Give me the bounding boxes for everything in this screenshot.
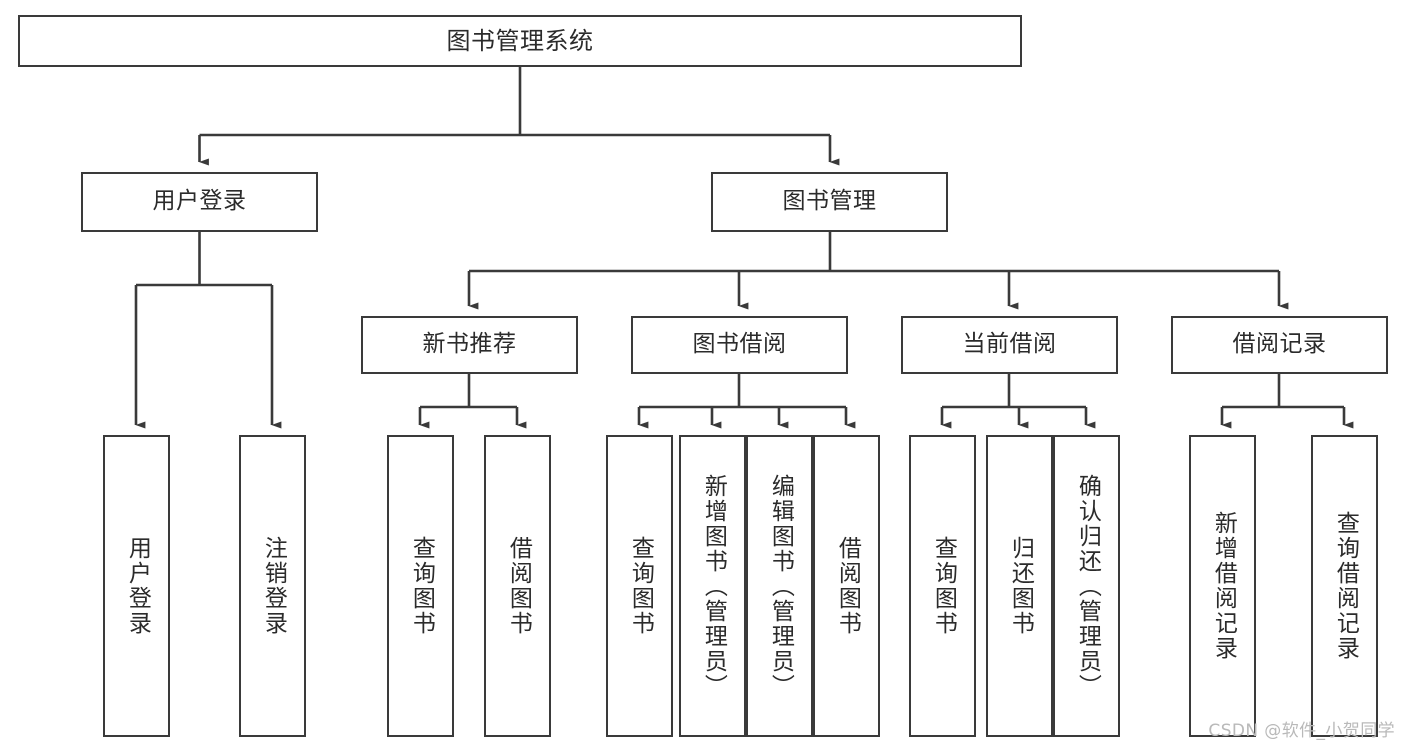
leaf-logout[interactable]: 注销登录 — [239, 435, 306, 737]
leaf-query-borrow-record[interactable]: 查询借阅记录 — [1311, 435, 1378, 737]
leaf-query-books-borrow-label: 查询图书 — [627, 536, 654, 636]
watermark: CSDN @软件_小贺同学 — [1208, 721, 1395, 741]
leaf-borrow-books-label: 借阅图书 — [834, 536, 861, 636]
leaf-user-login-label: 用户登录 — [124, 536, 151, 636]
leaf-query-books-borrow[interactable]: 查询图书 — [606, 435, 673, 737]
node-book-management[interactable]: 图书管理 — [711, 172, 948, 232]
leaf-add-book-admin[interactable]: 新增图书（管理员） — [679, 435, 746, 737]
leaf-return-books[interactable]: 归还图书 — [986, 435, 1053, 737]
leaf-confirm-return-admin[interactable]: 确认归还（管理员） — [1053, 435, 1120, 737]
node-borrow-records[interactable]: 借阅记录 — [1171, 316, 1388, 374]
leaf-borrow-books[interactable]: 借阅图书 — [813, 435, 880, 737]
leaf-add-book-admin-label: 新增图书（管理员） — [700, 473, 727, 699]
leaf-edit-book-admin[interactable]: 编辑图书（管理员） — [746, 435, 813, 737]
node-root[interactable]: 图书管理系统 — [18, 15, 1022, 67]
node-root-label: 图书管理系统 — [446, 26, 594, 55]
leaf-query-books-recommend[interactable]: 查询图书 — [387, 435, 454, 737]
node-borrow-records-label: 借阅记录 — [1232, 331, 1327, 358]
node-book-borrow[interactable]: 图书借阅 — [631, 316, 848, 374]
node-current-borrow-label: 当前借阅 — [962, 331, 1057, 358]
leaf-borrow-books-recommend-label: 借阅图书 — [505, 536, 532, 636]
leaf-confirm-return-admin-label: 确认归还（管理员） — [1074, 473, 1101, 699]
leaf-query-books-current-label: 查询图书 — [930, 536, 957, 636]
leaf-borrow-books-recommend[interactable]: 借阅图书 — [484, 435, 551, 737]
node-book-borrow-label: 图书借阅 — [692, 331, 787, 358]
leaf-add-borrow-record-label: 新增借阅记录 — [1210, 511, 1237, 661]
node-new-book-recommend[interactable]: 新书推荐 — [361, 316, 578, 374]
leaf-edit-book-admin-label: 编辑图书（管理员） — [767, 473, 794, 699]
leaf-query-borrow-record-label: 查询借阅记录 — [1332, 511, 1359, 661]
node-book-management-label: 图书管理 — [782, 188, 877, 215]
leaf-add-borrow-record[interactable]: 新增借阅记录 — [1189, 435, 1256, 737]
node-user-login-label: 用户登录 — [152, 188, 247, 215]
leaf-return-books-label: 归还图书 — [1007, 536, 1034, 636]
leaf-query-books-current[interactable]: 查询图书 — [909, 435, 976, 737]
leaf-user-login[interactable]: 用户登录 — [103, 435, 170, 737]
node-user-login[interactable]: 用户登录 — [81, 172, 318, 232]
leaf-query-books-recommend-label: 查询图书 — [408, 536, 435, 636]
node-new-book-recommend-label: 新书推荐 — [422, 331, 517, 358]
node-current-borrow[interactable]: 当前借阅 — [901, 316, 1118, 374]
leaf-logout-label: 注销登录 — [260, 536, 287, 636]
